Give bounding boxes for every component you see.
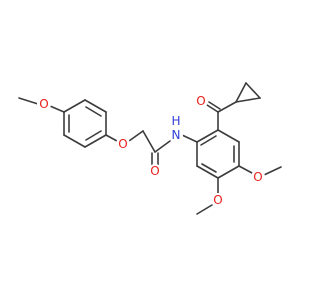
atom-label: O — [118, 137, 127, 151]
bond — [84, 134, 107, 148]
oxygen-ketone: O — [194, 94, 208, 108]
bond — [208, 101, 221, 110]
bond — [154, 140, 171, 153]
bond — [196, 129, 219, 143]
bond — [201, 163, 217, 173]
bond — [235, 97, 261, 103]
atom-label: O — [253, 170, 262, 184]
bond — [49, 105, 65, 113]
oxygen-methoxy-left: O — [37, 97, 51, 111]
bond — [142, 130, 156, 153]
bond — [84, 99, 107, 113]
bond — [235, 82, 247, 103]
bonds — [18, 82, 282, 215]
bond — [217, 165, 240, 179]
atom-label: O — [150, 164, 159, 178]
molecule-structure: O O O H N O O O — [18, 82, 282, 215]
bond — [128, 130, 144, 142]
bond — [238, 165, 253, 174]
atom-label: O — [213, 193, 222, 207]
bond — [105, 134, 118, 142]
oxygen-carbonyl-amide: O — [148, 164, 162, 178]
oxygen-methoxy-c5: O — [211, 193, 225, 207]
bond — [217, 129, 240, 143]
bond — [18, 97, 39, 105]
bond — [196, 204, 213, 215]
atom-label: O — [39, 97, 48, 111]
bond — [206, 104, 219, 113]
atom-labels: O O O H N O O O — [37, 94, 265, 207]
oxygen-ether: O — [116, 137, 130, 151]
atom-hydrogen: H — [171, 114, 180, 128]
bond — [63, 99, 86, 113]
bond — [85, 106, 102, 117]
bond — [200, 135, 217, 146]
bond — [263, 166, 282, 176]
atom-label: N — [172, 128, 181, 142]
bond — [245, 82, 261, 99]
bond — [63, 134, 86, 148]
bond — [85, 130, 102, 141]
atom-label: O — [196, 94, 205, 108]
bond — [181, 134, 198, 143]
oxygen-methoxy-c4: O — [251, 170, 265, 184]
bond — [196, 165, 219, 179]
nitrogen-amide: H N — [169, 114, 183, 142]
bond — [217, 101, 237, 113]
